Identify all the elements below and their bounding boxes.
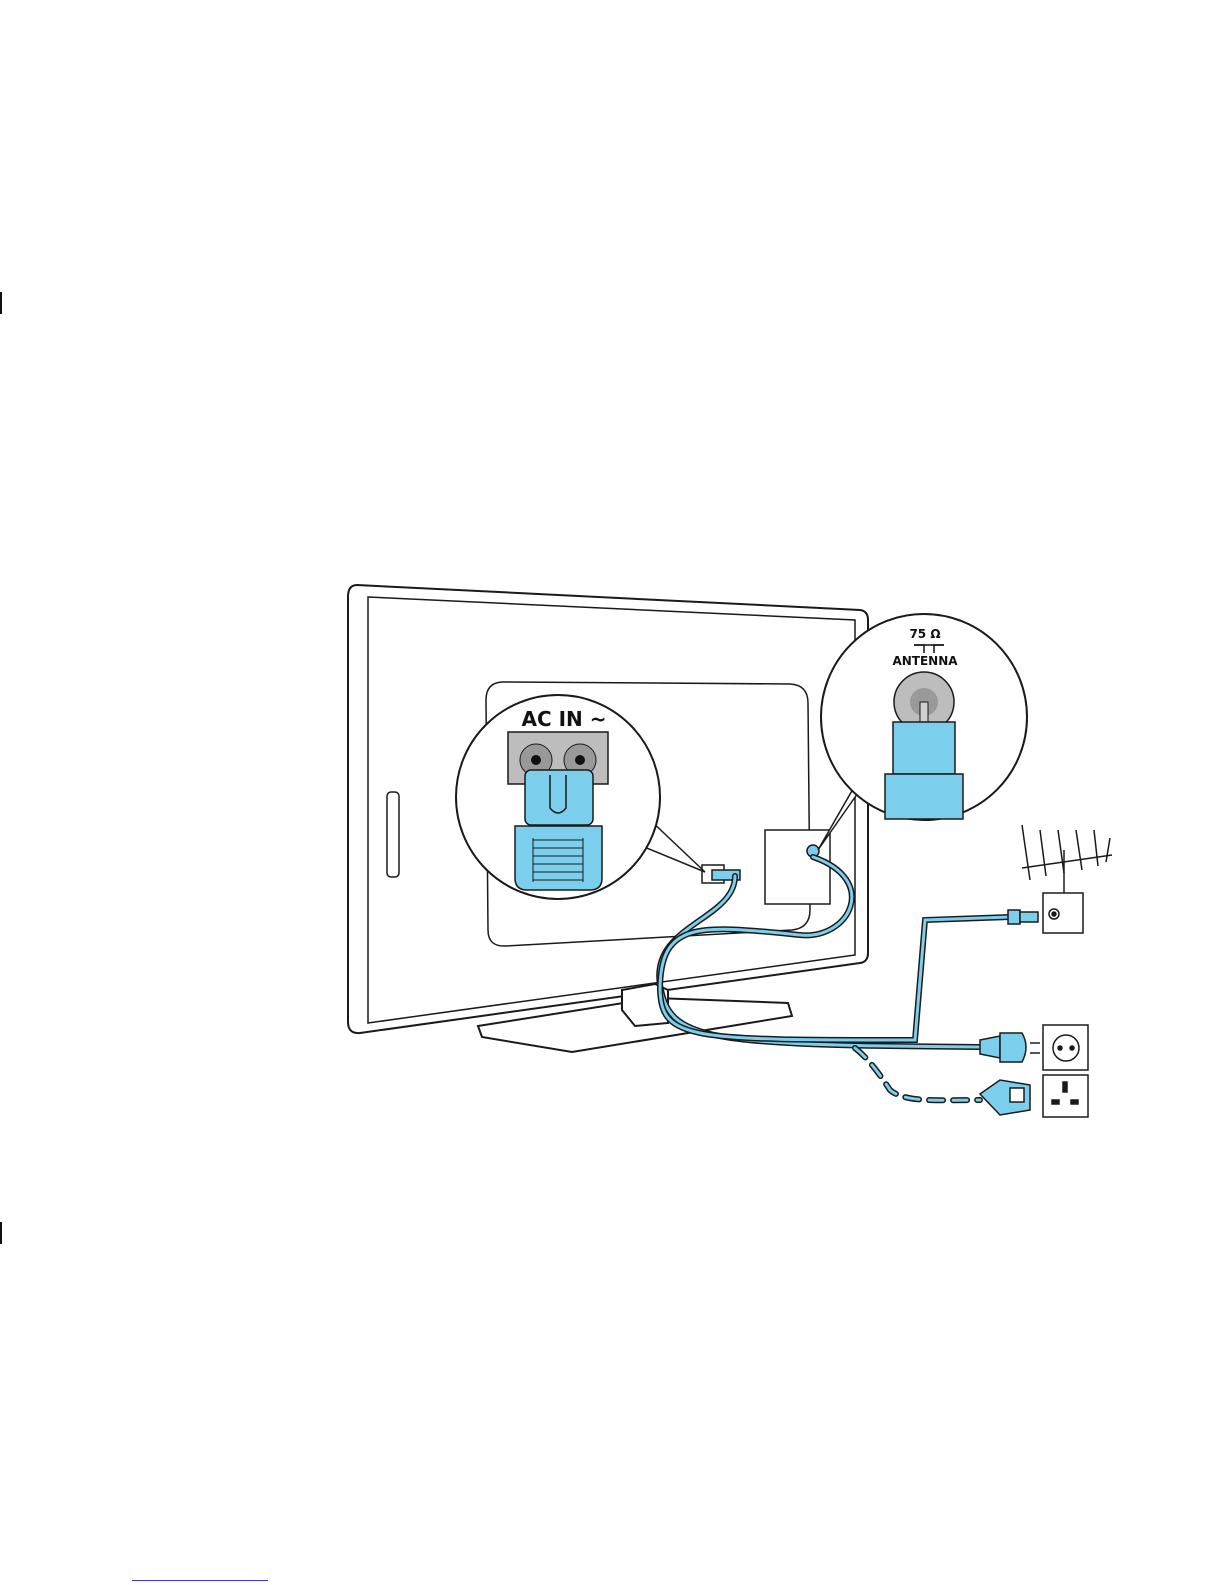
eu-wall-outlet: [1043, 1025, 1088, 1070]
antenna-wall-outlet: [1043, 893, 1083, 933]
antenna-input-plate: [765, 830, 830, 904]
rooftop-antenna-icon: [1022, 825, 1112, 893]
coax-plug: [1008, 910, 1038, 924]
antenna-impedance-label: 75 Ω: [909, 627, 940, 641]
uk-power-plug: [980, 1080, 1030, 1115]
antenna-label: ANTENNA: [892, 654, 958, 668]
eu-power-plug: [980, 1033, 1040, 1062]
ac-in-label: AC IN ~: [521, 707, 606, 731]
uk-wall-outlet: [1043, 1075, 1088, 1117]
